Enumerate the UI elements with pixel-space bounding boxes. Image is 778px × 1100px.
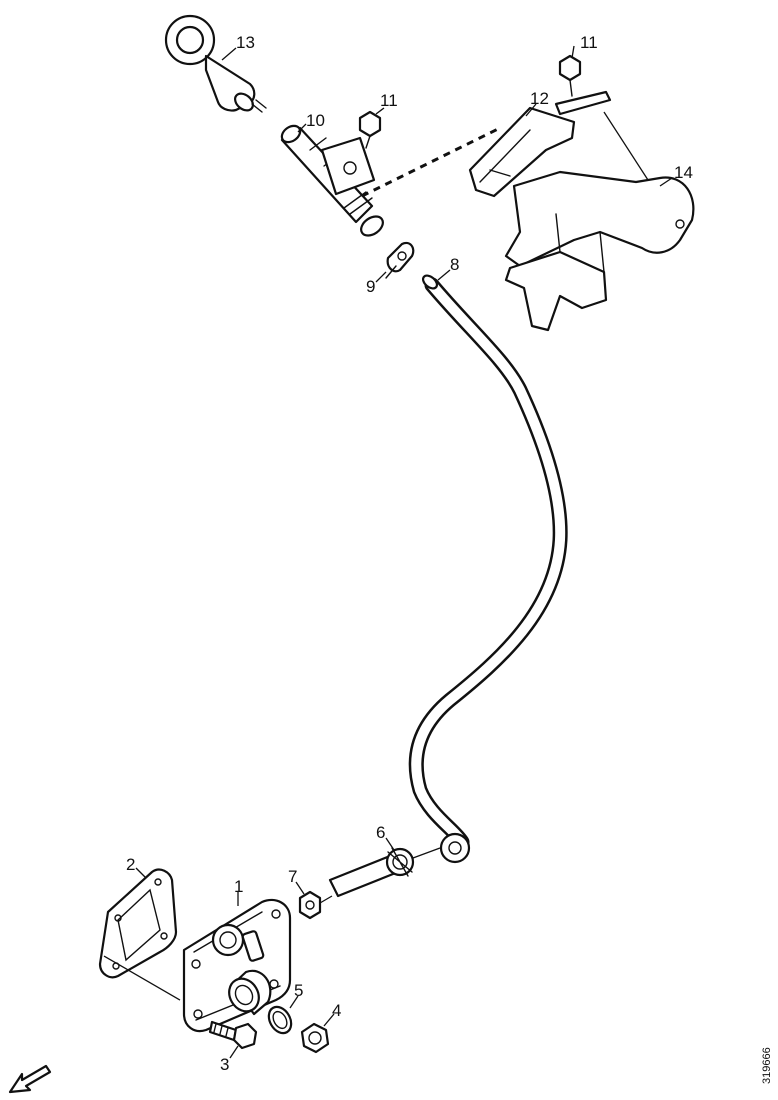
- pipe-8: [408, 274, 568, 864]
- reference-code: 319666: [761, 1047, 773, 1084]
- bracket-12: [468, 90, 612, 198]
- bolt-11-upper: [358, 110, 382, 149]
- callout-5: 5: [294, 981, 303, 1000]
- callout-leaders: [135, 45, 673, 1059]
- nut-7: [298, 890, 333, 920]
- callout-11-lower: 11: [580, 33, 598, 52]
- gasket-2: [98, 868, 181, 1001]
- bolt-3: [208, 1020, 258, 1050]
- callout-4: 4: [332, 1001, 341, 1020]
- callout-8: 8: [450, 255, 459, 274]
- callout-10: 10: [306, 111, 325, 130]
- housing-1: [182, 898, 292, 1033]
- callout-14: 14: [674, 163, 693, 182]
- washer-9: [385, 241, 415, 279]
- callout-3: 3: [220, 1055, 229, 1074]
- bolt-11-lower: [558, 54, 582, 97]
- callout-2: 2: [126, 855, 135, 874]
- ring-terminal-13: [164, 14, 267, 113]
- callout-6: 6: [376, 823, 385, 842]
- callout-13: 13: [236, 33, 255, 52]
- callout-11-upper: 11: [380, 91, 398, 110]
- fitting-6: [328, 847, 441, 898]
- callout-7: 7: [288, 867, 297, 886]
- callout-12: 12: [530, 89, 549, 108]
- seal-ring-5: [267, 1005, 293, 1035]
- callout-labels: 13 10 11 11 12 14 8 9 6 7 1 2 5 4 3: [126, 33, 693, 1074]
- callout-1: 1: [234, 877, 243, 896]
- cap-nut-4: [300, 1022, 330, 1054]
- arrow-icon: [8, 1064, 52, 1094]
- callout-9: 9: [366, 277, 375, 296]
- sensor-10: [280, 124, 384, 237]
- mounting-plate-14: [504, 111, 695, 332]
